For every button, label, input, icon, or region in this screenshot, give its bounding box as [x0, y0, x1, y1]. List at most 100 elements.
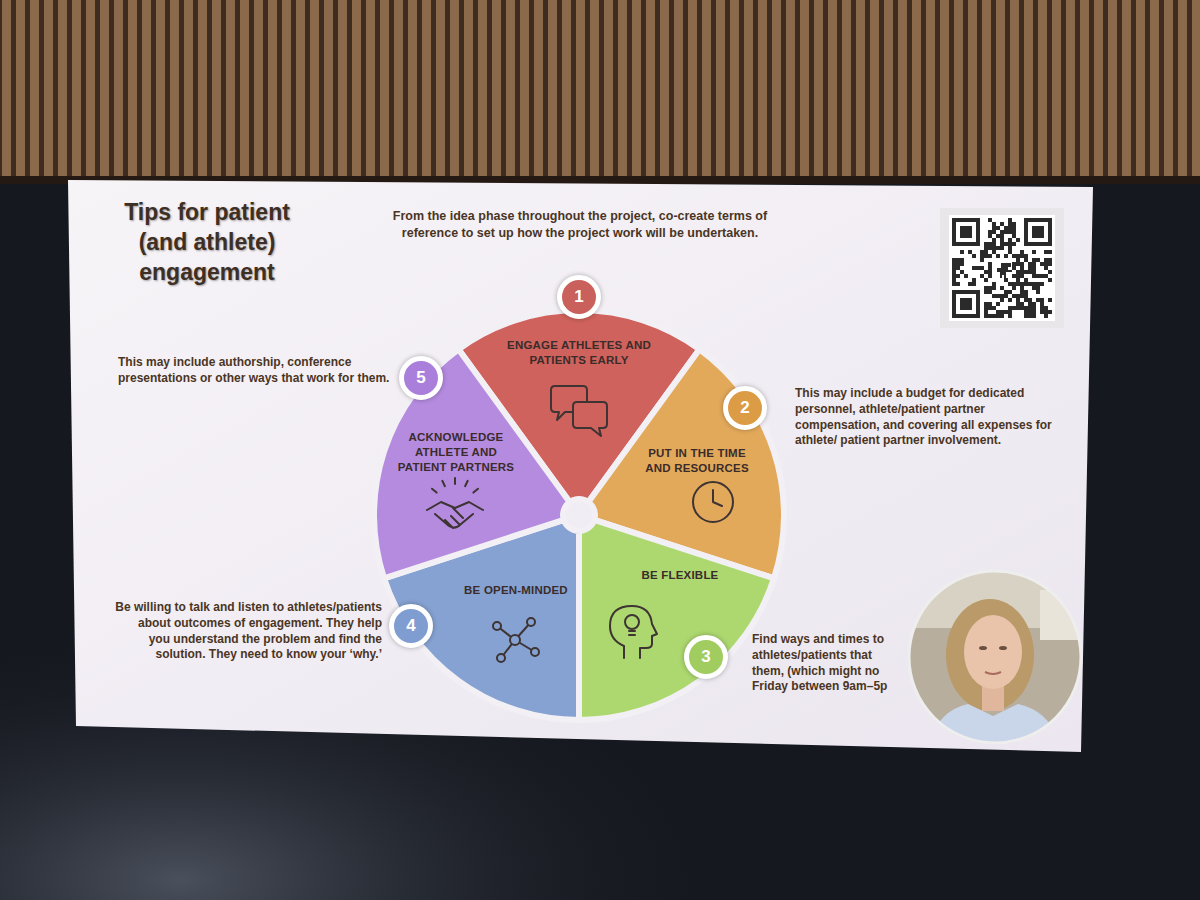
qr-module [1008, 298, 1012, 302]
qr-module [1044, 310, 1048, 314]
qr-module [952, 270, 956, 274]
qr-module [1000, 314, 1004, 318]
qr-module [1024, 298, 1028, 302]
qr-module [1040, 298, 1044, 302]
qr-module [996, 310, 1000, 314]
qr-module [1012, 222, 1016, 226]
qr-module [1012, 266, 1016, 270]
qr-module [1044, 314, 1048, 318]
qr-module [1032, 258, 1036, 262]
qr-module [956, 266, 960, 270]
qr-module [996, 226, 1000, 230]
qr-module [1040, 310, 1044, 314]
qr-module [1024, 306, 1028, 310]
qr-module [1000, 234, 1004, 238]
qr-module [1000, 294, 1004, 298]
qr-module [1020, 290, 1024, 294]
qr-module [992, 246, 996, 250]
qr-module [1012, 306, 1016, 310]
qr-module [992, 286, 996, 290]
qr-module [1020, 294, 1024, 298]
qr-module [984, 270, 988, 274]
qr-module [1012, 242, 1016, 246]
qr-module [1020, 270, 1024, 274]
petal-label: BE FLEXIBLE [630, 568, 730, 583]
qr-module [984, 310, 988, 314]
qr-module [964, 274, 968, 278]
qr-module [1008, 282, 1012, 286]
projected-slide [68, 180, 1093, 752]
qr-module [988, 302, 992, 306]
description-text: This may include authorship, conference … [118, 355, 390, 387]
qr-module [1048, 258, 1052, 262]
qr-module [992, 226, 996, 230]
icon-stroke [527, 618, 535, 626]
qr-module [984, 286, 988, 290]
qr-module [1004, 310, 1008, 314]
petal-label: BE OPEN-MINDED [456, 583, 576, 598]
qr-module [988, 242, 992, 246]
qr-module [1016, 254, 1020, 258]
qr-module [988, 246, 992, 250]
qr-module [1012, 262, 1016, 266]
qr-module [1000, 286, 1004, 290]
qr-module [980, 258, 984, 262]
qr-module [1016, 302, 1020, 306]
qr-module [956, 282, 960, 286]
qr-module [1008, 222, 1012, 226]
qr-module [1040, 282, 1044, 286]
qr-module [1008, 290, 1012, 294]
qr-module [1032, 286, 1036, 290]
qr-module [960, 258, 964, 262]
qr-module [988, 254, 992, 258]
qr-module [1028, 298, 1032, 302]
qr-module [1036, 286, 1040, 290]
qr-module [988, 286, 992, 290]
qr-module [996, 302, 1000, 306]
qr-module [980, 254, 984, 258]
qr-module [1048, 310, 1052, 314]
qr-module [1028, 282, 1032, 286]
qr-module [1036, 274, 1040, 278]
qr-module [1008, 238, 1012, 242]
petal-shape [575, 515, 778, 724]
icon-stroke [493, 622, 501, 630]
qr-module [1048, 250, 1052, 254]
qr-module [1028, 306, 1032, 310]
icon-stroke [629, 631, 635, 635]
qr-module [992, 242, 996, 246]
background-detail [999, 646, 1007, 650]
qr-module [1040, 262, 1044, 266]
qr-module [1044, 262, 1048, 266]
slide-title: Tips for patient (and athlete) engagemen… [104, 198, 310, 288]
qr-module [1012, 274, 1016, 278]
qr-module [988, 234, 992, 238]
background-detail [949, 215, 1055, 321]
qr-module [960, 250, 964, 254]
background-detail [952, 218, 1052, 318]
petal-icon [693, 482, 733, 522]
qr-module [952, 274, 956, 278]
qr-module [1044, 258, 1048, 262]
qr-module [1012, 230, 1016, 234]
qr-module [1036, 290, 1040, 294]
qr-module [960, 270, 964, 274]
qr-module [952, 262, 956, 266]
qr-module [988, 306, 992, 310]
qr-module [1032, 250, 1036, 254]
qr-finder [956, 294, 976, 314]
background-detail [940, 208, 1064, 328]
qr-module [1008, 310, 1012, 314]
icon-stroke [510, 635, 520, 645]
qr-module [1028, 302, 1032, 306]
qr-module [1028, 266, 1032, 270]
qr-module [1040, 306, 1044, 310]
petal-label: PUT IN THE TIME AND RESOURCES [637, 446, 757, 476]
qr-module [1012, 226, 1016, 230]
qr-module [1032, 314, 1036, 318]
petal-fill [374, 349, 570, 578]
qr-module [1012, 294, 1016, 298]
ceiling-slats [0, 0, 1200, 182]
qr-module [1000, 242, 1004, 246]
qr-module [984, 290, 988, 294]
